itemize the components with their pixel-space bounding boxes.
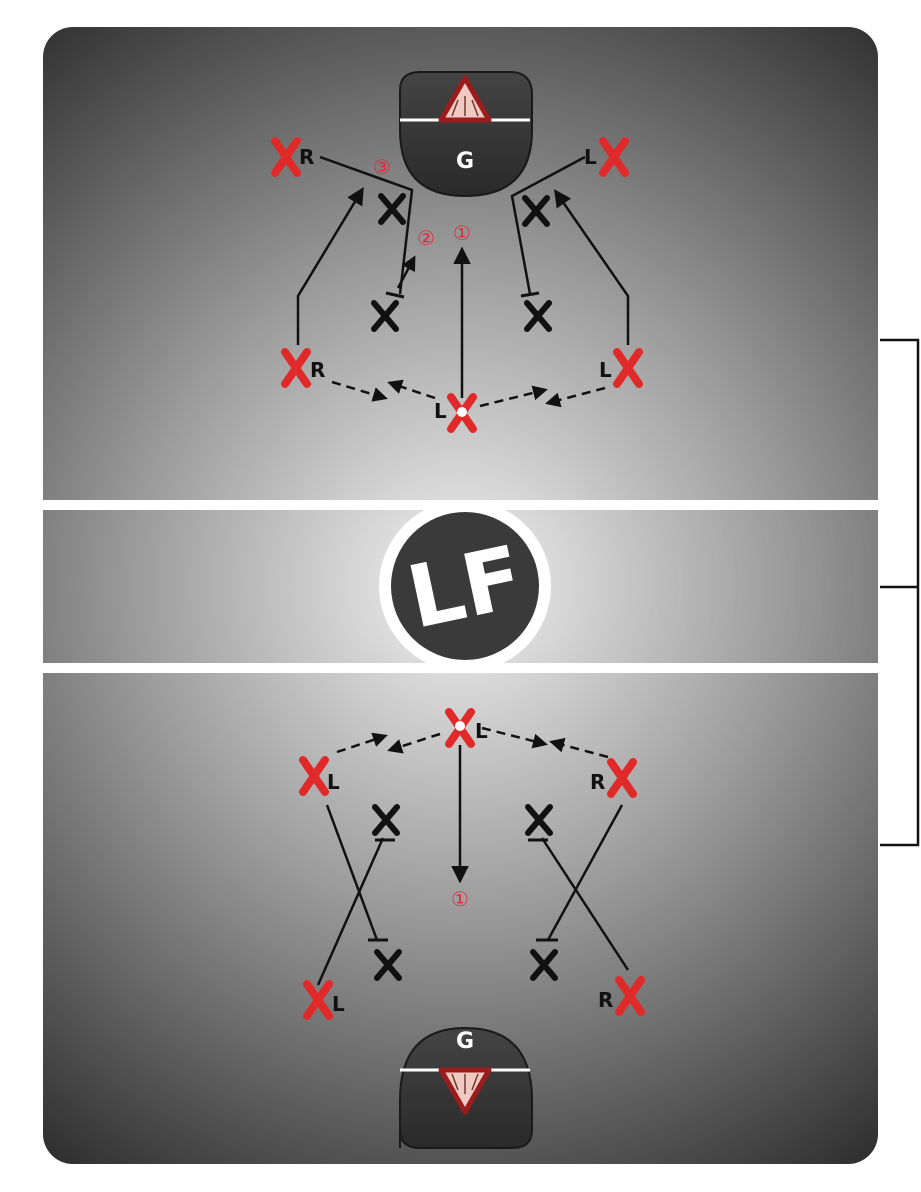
attacker-icon [303,980,333,1020]
hand-label: L [475,719,488,743]
pass-left-out [387,379,436,400]
hand-label: R [299,145,314,169]
goalie-label-top: G [456,149,474,174]
ball-icon [455,721,465,731]
sequence-number: ③ [373,155,391,179]
side-bracket [880,338,920,847]
hand-label: R [598,988,613,1012]
arrow-left-pick [396,255,416,289]
hand-label: R [590,770,605,794]
defender-icon [372,804,400,836]
arrow-right-point-cut [554,189,630,345]
run-line-right-cross-b [540,837,630,971]
attacker-icon [281,348,311,388]
run-line-left-cross-a [325,804,379,941]
attacker-icon [607,758,637,798]
defender-icon [374,949,402,981]
attacker-icon [299,756,329,796]
attacker-icon [271,137,301,177]
bottom-play: L L R L R ① [299,708,645,1020]
pick-bar-right [520,291,540,298]
hand-label: L [332,992,345,1016]
pick-bar-left [385,291,405,299]
defender-icon [530,949,558,981]
goal-net-lines-bottom [451,1073,479,1094]
attacker-icon [615,976,645,1016]
pass-right-in [545,386,606,408]
pass-bottom-left-out [336,732,388,754]
run-line-right-wing [510,155,586,295]
hand-label: R [310,358,325,382]
sequence-number: ① [451,887,469,911]
ball-carrier-icon [445,708,475,748]
run-line-right-cross-a [546,804,624,941]
ball-icon [457,407,467,417]
ball-carrier-icon [447,393,477,433]
top-play: R L R L L ① ② ③ [271,137,643,433]
arrow-left-point-cut [296,187,364,345]
goal-crease-top [399,71,533,198]
hand-label: L [327,770,340,794]
pass-right-out [479,385,548,408]
hand-label: L [584,145,597,169]
defender-icon [524,300,552,332]
attacker-icon [599,137,629,177]
defender-icon [371,300,399,332]
pass-bottom-right-in [549,737,609,759]
goalie-label-bottom: G [456,1029,474,1054]
logo-disc [391,512,539,660]
pass-bottom-left-in [387,732,441,754]
defender-icon [522,195,550,227]
pass-left-in [331,380,388,402]
attacker-icon [613,348,643,388]
hand-label: L [599,358,612,382]
top-goal: G [399,71,533,198]
sequence-number: ② [417,226,435,250]
pass-bottom-right-out [481,726,548,749]
sequence-number: ① [453,221,471,245]
defender-icon [378,193,406,225]
run-line-left-cross-b [316,837,385,986]
lf-logo-icon: LF [399,527,531,648]
hand-label: L [434,399,447,423]
logo: LF [379,500,551,672]
defender-icon [525,804,553,836]
bottom-goal: G [399,1026,533,1149]
goal-net-lines-top [451,96,479,117]
